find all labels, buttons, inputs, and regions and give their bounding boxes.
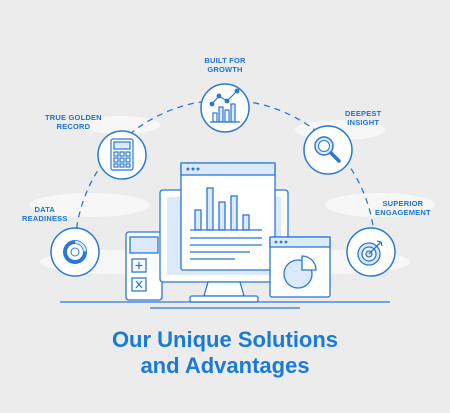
label-line: TRUE GOLDEN <box>45 113 102 122</box>
label-true-golden-record: TRUE GOLDEN RECORD <box>45 113 102 131</box>
label-line: ENGAGEMENT <box>375 208 431 217</box>
growth-chart-icon <box>209 88 240 123</box>
node-circle-built-for-growth <box>200 83 250 133</box>
headline-line-1: Our Unique Solutions <box>111 327 339 352</box>
pie-chart-icon <box>283 255 317 289</box>
text-lines <box>190 237 262 260</box>
label-line: RECORD <box>56 122 91 131</box>
label-line: BUILT FOR <box>204 56 246 65</box>
headline-line-2: and Advantages <box>140 353 310 378</box>
donut-chart-icon <box>63 240 87 264</box>
node-circle-superior-engagement <box>346 227 396 277</box>
label-data-readiness: DATA READINESS <box>22 205 68 223</box>
label-built-for-growth: BUILT FOR GROWTH <box>200 56 250 74</box>
label-line: READINESS <box>22 214 68 223</box>
node-circle-true-golden-record <box>97 130 147 180</box>
label-line: DEEPEST <box>345 109 382 118</box>
node-circle-data-readiness <box>50 227 100 277</box>
bar-chart-icon <box>190 187 262 231</box>
node-circle-deepest-insight <box>303 125 353 175</box>
magnifier-icon <box>314 136 341 163</box>
label-line: DATA <box>34 205 56 214</box>
calculator-icon <box>110 138 134 171</box>
label-line: GROWTH <box>207 65 243 74</box>
central-devices <box>125 162 331 303</box>
target-icon <box>357 240 383 266</box>
label-deepest-insight: DEEPEST INSIGHT <box>345 109 381 127</box>
label-line: INSIGHT <box>347 118 380 127</box>
floor-lines <box>60 301 390 309</box>
monitor-stand <box>203 281 245 297</box>
label-superior-engagement: SUPERIOR ENGAGEMENT <box>375 199 431 217</box>
label-line: SUPERIOR <box>382 199 424 208</box>
